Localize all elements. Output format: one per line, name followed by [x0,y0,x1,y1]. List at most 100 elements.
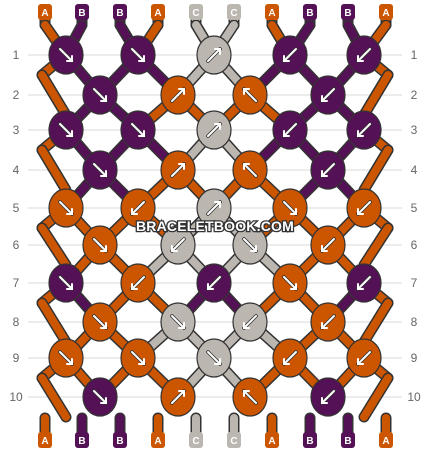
string-label-chip [75,4,89,20]
knot-arrowhead [283,55,290,62]
knot [346,338,382,378]
knot-arrow-icon [357,201,371,215]
knot [82,377,118,417]
row-label-left: 7 [13,276,20,290]
row-label-right: 2 [411,88,418,102]
row-label-right: 9 [411,351,418,365]
thread-segment [38,146,70,194]
knot-arrow-icon [321,88,335,102]
knot [272,338,308,378]
string-label: A [154,436,161,447]
knot-arrowhead [357,358,364,365]
knot-arrow-icon [131,276,145,290]
knot-arrowhead [100,95,107,102]
knot-arrowhead [243,390,250,397]
knot-arrowhead [321,95,328,102]
knot [272,110,308,150]
knot [232,75,268,115]
knot [232,377,268,417]
string-label-chip [38,432,52,448]
string-label: B [116,8,123,19]
knot [120,338,156,378]
knot-arrow-icon [171,238,185,252]
knot-arrow-icon [93,390,107,404]
string-label: C [230,436,237,447]
string-label-chip [227,4,241,20]
knot-arrowhead [321,170,328,177]
knot-arrowhead [100,322,107,329]
knot [310,302,346,342]
knot [196,338,232,378]
row-label-left: 5 [13,201,20,215]
knot-arrow-icon [207,201,221,215]
row-label-left: 10 [9,390,23,404]
thread-segment [38,224,70,269]
string-label-chip [379,4,393,20]
row-label-left: 2 [13,88,20,102]
knot-arrowhead [243,163,250,170]
knot-arrow-icon [171,88,185,102]
knot [120,110,156,150]
knot-arrowhead [66,208,73,215]
knot [346,110,382,150]
knot-arrowhead [178,390,185,397]
knot-arrow-icon [357,123,371,137]
knot [196,35,232,75]
string-label: C [192,8,199,19]
knot-arrowhead [100,397,107,404]
knot-arrow-icon [207,48,221,62]
knot [120,35,156,75]
thread-segment [38,299,70,346]
thread-segment [360,146,392,194]
thread-segment [360,71,392,119]
knot-arrowhead [214,201,221,208]
knot [48,338,84,378]
knot-arrowhead [243,88,250,95]
thread-segment [38,71,70,119]
knot-arrow-icon [131,351,145,365]
knot-arrowhead [100,245,107,252]
knot [196,188,232,228]
string-label: B [344,436,351,447]
knot-arrow-icon [59,201,73,215]
knot-arrowhead [250,245,257,252]
knot-arrowhead [321,397,328,404]
knot-arrow-icon [93,163,107,177]
knot [272,188,308,228]
knot-arrow-icon [321,315,335,329]
knot-arrowhead [357,208,364,215]
string-label: A [382,436,389,447]
string-label-chip [265,4,279,20]
knot-arrowhead [214,48,221,55]
knot-arrow-icon [243,238,257,252]
string-label: A [41,436,48,447]
string-label-chip [151,4,165,20]
knot [48,110,84,150]
knot [232,150,268,190]
string-label-chip [113,432,127,448]
knot-arrow-icon [321,390,335,404]
string-label: B [78,8,85,19]
string-label-chip [341,432,355,448]
row-label-right: 5 [411,201,418,215]
row-label-right: 1 [411,48,418,62]
knot [48,188,84,228]
string-label-chip [189,432,203,448]
knot [346,263,382,303]
row-label-left: 3 [13,123,20,137]
knot-arrow-icon [59,48,73,62]
knot-arrow-icon [357,48,371,62]
string-label-chip [303,4,317,20]
knot [232,225,268,265]
knot-arrowhead [131,283,138,290]
knot [120,263,156,303]
knot [160,302,196,342]
knot [272,35,308,75]
knot [272,263,308,303]
knot-arrow-icon [93,88,107,102]
knot-arrowhead [178,322,185,329]
knot-arrowhead [178,88,185,95]
knot [310,150,346,190]
string-label: C [192,436,199,447]
string-label-chip [341,4,355,20]
